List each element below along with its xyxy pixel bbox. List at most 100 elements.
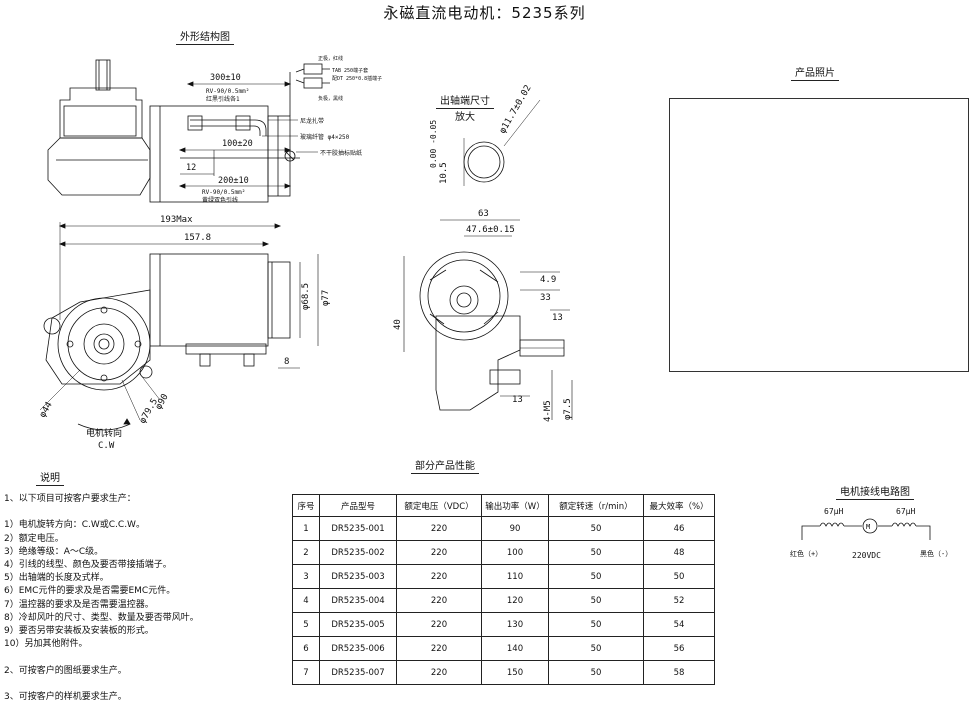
col-model: 产品型号 bbox=[319, 494, 397, 517]
table-cell: 50 bbox=[643, 564, 715, 589]
table-cell: 48 bbox=[643, 540, 715, 565]
dim-33: 33 bbox=[540, 293, 551, 303]
table-cell: 46 bbox=[643, 516, 715, 541]
dim-300: 300±10 bbox=[210, 73, 241, 83]
callout-positive: 正极，红线 bbox=[318, 55, 343, 62]
table-cell: DR5235-007 bbox=[319, 660, 397, 685]
wiring-section-title: 电机接线电路图 bbox=[820, 483, 930, 500]
table-cell: 220 bbox=[396, 564, 482, 589]
outline-section-title: 外形结构图 bbox=[150, 28, 260, 45]
table-cell: 220 bbox=[396, 516, 482, 541]
wire-spec-yg: RV-90/0.5mm² bbox=[202, 189, 245, 196]
table-cell: 50 bbox=[548, 540, 644, 565]
table-cell: 220 bbox=[396, 540, 482, 565]
note-line: 9）要否另带安装板及安装板的形式。 bbox=[4, 626, 154, 637]
table-cell: 58 bbox=[643, 660, 715, 685]
callout-terminal2: 配DT 250*0.8插端子 bbox=[332, 75, 382, 82]
wire-spec-red: RV-90/0.5mm² bbox=[206, 88, 249, 95]
table-cell: 50 bbox=[548, 660, 644, 685]
col-power: 输出功率（W） bbox=[481, 494, 549, 517]
table-cell: 6 bbox=[292, 636, 320, 661]
col-efficiency: 最大效率（%） bbox=[643, 494, 715, 517]
note-line: 6）EMC元件的要求及是否需要EMC元件。 bbox=[4, 586, 176, 597]
performance-section-title: 部分产品性能 bbox=[390, 457, 500, 474]
dim-12: 12 bbox=[186, 163, 196, 173]
dim-157: 157.8 bbox=[184, 233, 211, 243]
table-cell: 7 bbox=[292, 660, 320, 685]
table-header-row: 序号 产品型号 额定电压（VDC） 输出功率（W） 额定转速（r/min） 最大… bbox=[292, 494, 715, 517]
motor-label: M bbox=[866, 523, 870, 531]
notes-list: 1、以下项目可按客户要求生产： 1）电机旋转方向：C.W或C.C.W。2）额定电… bbox=[4, 493, 199, 704]
table-cell: 220 bbox=[396, 588, 482, 613]
note-line bbox=[4, 506, 199, 519]
table-cell: 50 bbox=[548, 588, 644, 613]
note-line: 3、可按客户的样机要求生产。 bbox=[4, 692, 127, 703]
table-cell: 100 bbox=[481, 540, 549, 565]
front-view-drawing bbox=[39, 222, 319, 431]
note-line: 5）出轴端的长度及式样。 bbox=[4, 573, 109, 584]
table-cell: 50 bbox=[548, 612, 644, 637]
table-cell: DR5235-004 bbox=[319, 588, 397, 613]
side-view-drawing bbox=[403, 219, 573, 420]
callout-tie: 尼龙扎带 bbox=[300, 117, 324, 125]
top-view-drawing bbox=[47, 59, 330, 203]
dim-13-b: 13 bbox=[512, 395, 523, 405]
table-cell: 2 bbox=[292, 540, 320, 565]
black-wire-label: 黑色（-） bbox=[920, 549, 950, 558]
rotation-label: 电机转向 bbox=[86, 427, 122, 439]
col-voltage: 额定电压（VDC） bbox=[396, 494, 482, 517]
callout-negative: 负极，黑线 bbox=[318, 95, 343, 102]
table-cell: 220 bbox=[396, 612, 482, 637]
shaft-flat: 10.5 bbox=[439, 162, 449, 184]
table-cell: DR5235-005 bbox=[319, 612, 397, 637]
table-cell: 110 bbox=[481, 564, 549, 589]
dim-47-6: 47.6±0.15 bbox=[466, 225, 515, 235]
note-line: 7）温控器的要求及是否需要温控器。 bbox=[4, 599, 154, 610]
note-line: 1、以下项目可按客户要求生产： bbox=[4, 494, 136, 504]
dim-200: 200±10 bbox=[218, 176, 249, 186]
wire-spec-red2: 红黑引线各1 bbox=[206, 95, 240, 103]
col-index: 序号 bbox=[292, 494, 320, 517]
table-cell: 90 bbox=[481, 516, 549, 541]
table-cell: 54 bbox=[643, 612, 715, 637]
note-line: 4）引线的线型、颜色及要否带接插端子。 bbox=[4, 560, 172, 571]
note-line: 10）另加其他附件。 bbox=[4, 639, 88, 650]
table-cell: 4 bbox=[292, 588, 320, 613]
dim-100: 100±20 bbox=[222, 139, 253, 149]
table-cell: 50 bbox=[548, 516, 644, 541]
dim-63: 63 bbox=[478, 209, 489, 219]
table-cell: DR5235-001 bbox=[319, 516, 397, 541]
photo-section-title: 产品照片 bbox=[760, 64, 870, 81]
rotation-direction: C.W bbox=[98, 441, 115, 451]
performance-table: 序号 产品型号 额定电压（VDC） 输出功率（W） 额定转速（r/min） 最大… bbox=[292, 494, 715, 685]
table-cell: 50 bbox=[548, 564, 644, 589]
shaft-diameter: φ11.7±0.02 bbox=[498, 84, 534, 136]
dim-13-a: 13 bbox=[552, 313, 563, 323]
table-cell: 140 bbox=[481, 636, 549, 661]
table-cell: DR5235-003 bbox=[319, 564, 397, 589]
table-cell: 220 bbox=[396, 660, 482, 685]
table-cell: DR5235-006 bbox=[319, 636, 397, 661]
callout-sleeve: 玻璃纤管 φ4×250 bbox=[300, 133, 350, 141]
note-line bbox=[4, 651, 199, 664]
table-cell: 3 bbox=[292, 564, 320, 589]
table-cell: DR5235-002 bbox=[319, 540, 397, 565]
dim-4-m5: 4-M5 bbox=[543, 400, 553, 422]
callout-terminal: TAB 250端子套 bbox=[332, 67, 368, 74]
note-line: 2、可按客户的图纸要求生产。 bbox=[4, 665, 127, 676]
note-line bbox=[4, 678, 199, 691]
table-cell: 120 bbox=[481, 588, 549, 613]
inductor-left-label: 67μH bbox=[824, 507, 843, 516]
shaft-section-subtitle: 放大 bbox=[455, 112, 475, 123]
table-cell: 150 bbox=[481, 660, 549, 685]
dim-68-5: φ68.5 bbox=[301, 283, 311, 310]
table-cell: 220 bbox=[396, 636, 482, 661]
dim-77: φ77 bbox=[321, 290, 331, 306]
note-line: 8）冷却风叶的尺寸、类型、数量及要否带风叶。 bbox=[4, 612, 199, 623]
inductor-right bbox=[891, 522, 917, 527]
dim-8: 8 bbox=[284, 357, 289, 367]
